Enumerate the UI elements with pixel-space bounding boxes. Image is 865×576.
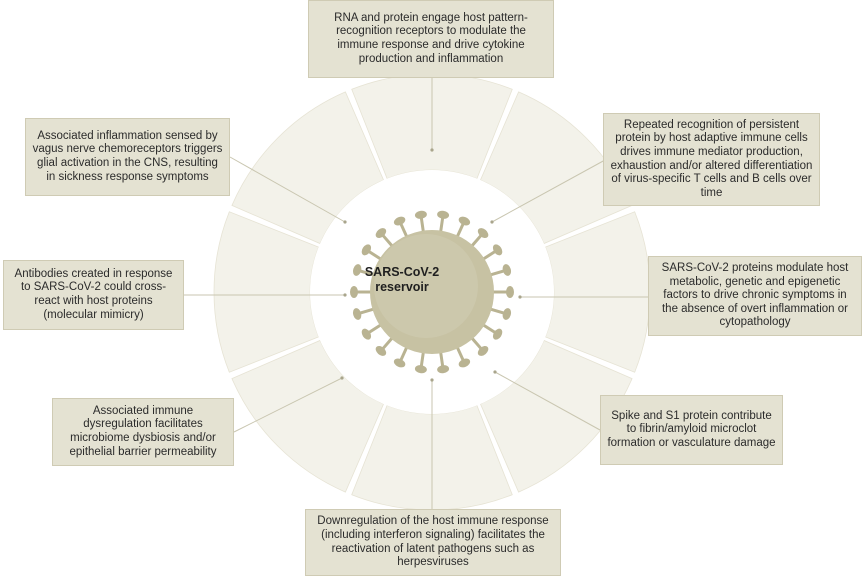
reservoir-label: SARS-CoV-2 reservoir	[352, 265, 452, 295]
mechanism-text-bottom: Downregulation of the host immune respon…	[317, 515, 549, 569]
mechanism-box-top-right: Repeated recognition of persistent prote…	[603, 113, 820, 206]
mechanism-text-bottom-right: Spike and S1 protein contribute to fibri…	[607, 409, 776, 449]
ring-segment-left	[213, 211, 320, 373]
spike-head	[352, 264, 362, 276]
connector-dot-top-right	[490, 220, 494, 224]
connector-dot-bottom-right	[493, 370, 497, 374]
spike-head	[414, 365, 427, 374]
spike-head	[502, 308, 512, 320]
mechanism-box-bottom: Downregulation of the host immune respon…	[305, 509, 561, 576]
spike-head	[361, 328, 372, 340]
connector-dot-right	[518, 295, 522, 299]
connector-dot-top	[430, 148, 434, 152]
spike-head	[393, 358, 406, 368]
virus-icon	[350, 210, 514, 374]
connector-dot-top-left	[343, 220, 347, 224]
mechanism-box-right: SARS-CoV-2 proteins modulate host metabo…	[648, 256, 862, 336]
connector-top-left	[229, 156, 346, 223]
spike-head	[414, 210, 427, 219]
spike-head	[375, 228, 387, 239]
mechanism-text-left: Antibodies created in response to SARS-C…	[14, 267, 173, 321]
spike-head	[458, 358, 471, 368]
mechanism-text-top: RNA and protein engage host pattern-reco…	[334, 11, 528, 65]
mechanism-box-top: RNA and protein engage host pattern-reco…	[308, 0, 554, 78]
connector-dot-bottom-left	[340, 376, 344, 380]
mechanism-box-top-left: Associated inflammation sensed by vagus …	[25, 118, 230, 196]
connector-top-right	[491, 159, 606, 223]
mechanism-text-top-right: Repeated recognition of persistent prote…	[610, 118, 813, 199]
spike-head	[458, 216, 471, 226]
spike-head	[350, 286, 358, 298]
spike-head	[352, 308, 362, 320]
spike-head	[361, 244, 372, 256]
spike-head	[477, 345, 489, 356]
connector-lines	[184, 78, 648, 509]
mechanism-box-bottom-right: Spike and S1 protein contribute to fibri…	[600, 395, 783, 465]
mechanism-box-left: Antibodies created in response to SARS-C…	[3, 260, 184, 330]
reservoir-label-line2: reservoir	[375, 280, 429, 294]
mechanism-text-top-left: Associated inflammation sensed by vagus …	[32, 129, 223, 183]
spike-head	[477, 228, 489, 239]
connector-dot-bottom	[430, 378, 434, 382]
spike-head	[393, 216, 406, 226]
connector-dot-left	[343, 293, 347, 297]
mechanism-text-bottom-left: Associated immune dysregulation facilita…	[69, 404, 217, 458]
connector-bottom-right	[494, 371, 601, 431]
spike-head	[437, 210, 450, 219]
ring-segment-right	[544, 211, 651, 373]
mechanism-box-bottom-left: Associated immune dysregulation facilita…	[52, 398, 234, 466]
spike-head	[506, 286, 514, 298]
spike-head	[502, 264, 512, 276]
spike-head	[492, 328, 503, 340]
spike-head	[375, 345, 387, 356]
mechanism-text-right: SARS-CoV-2 proteins modulate host metabo…	[661, 262, 849, 329]
spike-head	[492, 244, 503, 256]
connector-bottom-left	[233, 377, 343, 433]
reservoir-label-line1: SARS-CoV-2	[364, 265, 440, 279]
spike-head	[437, 365, 450, 374]
virus-highlight	[374, 234, 478, 338]
